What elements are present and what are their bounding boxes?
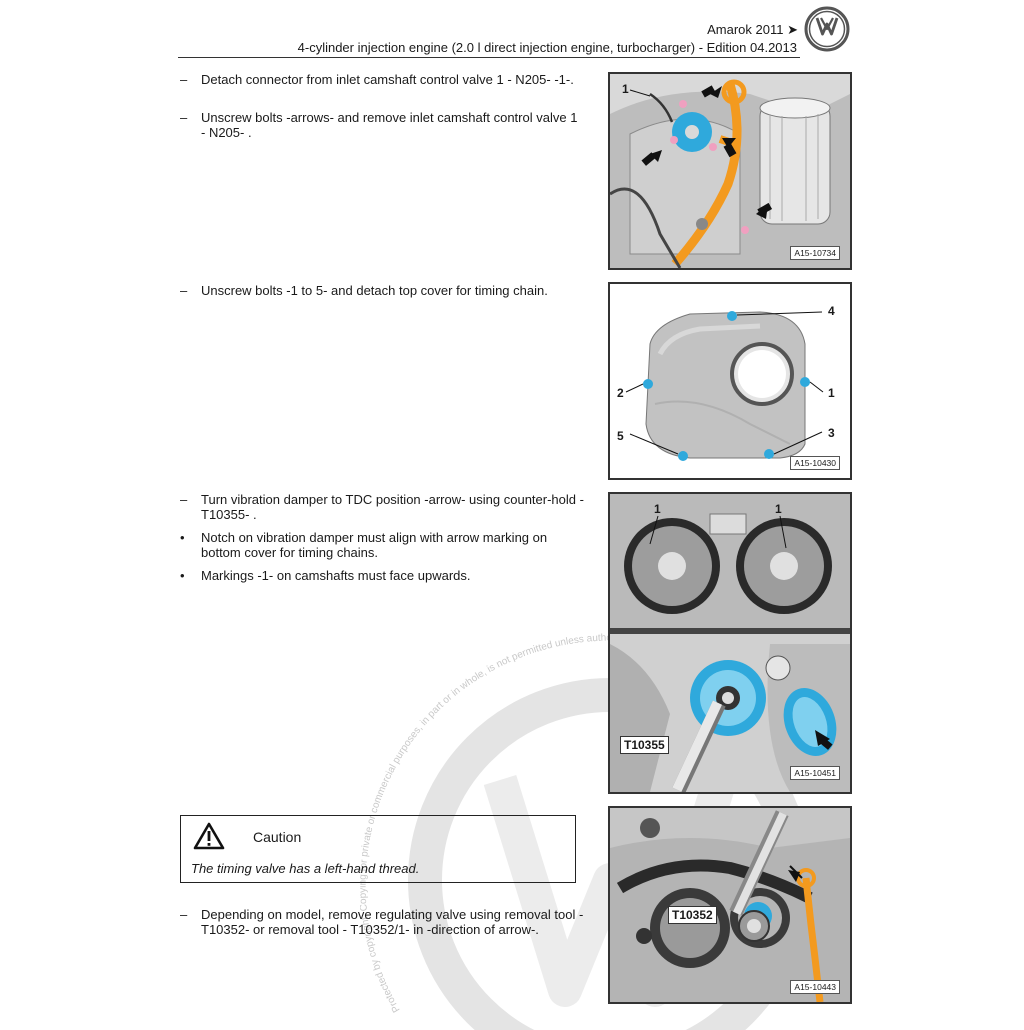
figure-id: A15-10734 (790, 246, 840, 260)
figure-tdc-position: 1 1 T10355 A15-10451 (608, 492, 852, 794)
step-marker: • (180, 568, 185, 583)
step-text: Markings -1- on camshafts must face upwa… (201, 568, 471, 583)
header-model: Amarok 2011 ➤ (707, 22, 798, 37)
caution-box: Caution The timing valve has a left-hand… (180, 815, 576, 883)
timing-cover-illustration (610, 284, 850, 478)
caution-text: The timing valve has a left-hand thread. (191, 861, 420, 876)
step-text: Unscrew bolts -1 to 5- and detach top co… (201, 283, 548, 298)
step-marker: – (180, 907, 188, 922)
step-text: Detach connector from inlet camshaft con… (201, 72, 574, 87)
callout-1: 1 (622, 82, 629, 96)
step-detach-top-cover: – Unscrew bolts -1 to 5- and detach top … (180, 283, 585, 298)
tool-label-t10355: T10355 (620, 736, 669, 754)
regulating-valve-illustration (610, 808, 850, 1002)
figure-id: A15-10443 (790, 980, 840, 994)
step-text: Depending on model, remove regulating va… (201, 907, 584, 937)
callout-2: 2 (617, 386, 624, 400)
header-rule (178, 57, 800, 58)
note-damper-notch: • Notch on vibration damper must align w… (180, 530, 585, 560)
figure-control-valve: 1 A15-10734 (608, 72, 852, 270)
step-marker: – (180, 72, 188, 87)
figure-id: A15-10430 (790, 456, 840, 470)
caution-title: Caution (253, 829, 302, 845)
tdc-illustration (610, 494, 850, 792)
step-marker: – (180, 110, 188, 125)
callout-1: 1 (828, 386, 835, 400)
step-marker: – (180, 283, 188, 298)
control-valve-illustration (610, 74, 850, 268)
callout-1-right-camshaft: 1 (775, 502, 782, 516)
tool-label-t10352: T10352 (668, 906, 717, 924)
step-text: Turn vibration damper to TDC position -a… (201, 492, 584, 522)
warning-triangle-icon (193, 822, 225, 850)
figure-regulating-valve: T10352 A15-10443 (608, 806, 852, 1004)
step-marker: – (180, 492, 188, 507)
step-unscrew-valve-bolts: – Unscrew bolts -arrows- and remove inle… (180, 110, 585, 140)
step-turn-damper: – Turn vibration damper to TDC position … (180, 492, 585, 522)
step-detach-connector: – Detach connector from inlet camshaft c… (180, 72, 585, 87)
step-text: Unscrew bolts -arrows- and remove inlet … (201, 110, 578, 140)
step-marker: • (180, 530, 185, 545)
callout-1-left-camshaft: 1 (654, 502, 661, 516)
callout-5: 5 (617, 429, 624, 443)
header-subtitle: 4-cylinder injection engine (2.0 l direc… (297, 40, 797, 55)
figure-timing-cover: 4 2 1 5 3 A15-10430 (608, 282, 852, 480)
vw-logo (804, 6, 850, 52)
note-camshaft-markings: • Markings -1- on camshafts must face up… (180, 568, 585, 583)
step-text: Notch on vibration damper must align wit… (201, 530, 548, 560)
callout-4: 4 (828, 304, 835, 318)
step-remove-regulating-valve: – Depending on model, remove regulating … (180, 907, 585, 937)
callout-3: 3 (828, 426, 835, 440)
figure-id: A15-10451 (790, 766, 840, 780)
